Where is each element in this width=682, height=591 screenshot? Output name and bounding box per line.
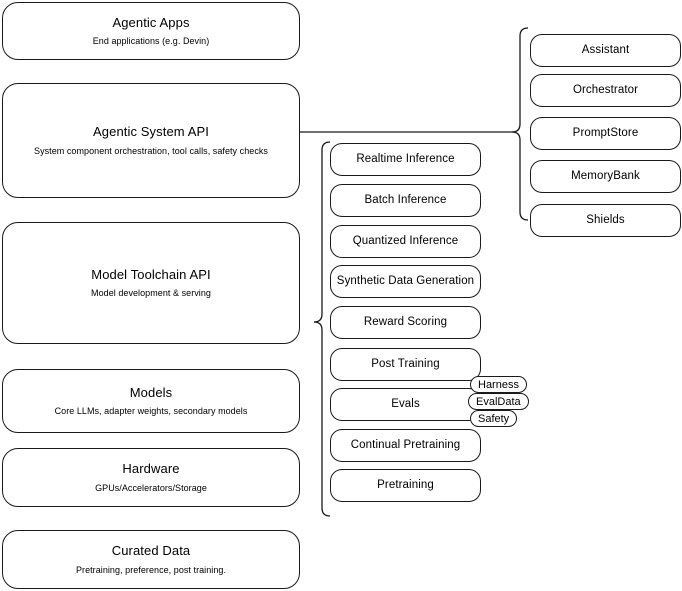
capability-label: Realtime Inference (356, 153, 455, 166)
capability-label: Reward Scoring (363, 316, 448, 329)
model-toolchain-api-to-capabilities-brace (306, 138, 332, 520)
capability-batch-inference[interactable]: Batch Inference (330, 184, 481, 217)
capability-realtime-inference[interactable]: Realtime Inference (330, 143, 481, 176)
eval-pill-safety[interactable]: Safety (470, 410, 518, 427)
capability-synthetic-data-generation[interactable]: Synthetic Data Generation (330, 265, 481, 298)
capability-label: Evals (391, 398, 420, 411)
eval-pill-label: Safety (478, 412, 510, 425)
eval-pill-evaldata[interactable]: EvalData (468, 393, 529, 410)
capability-pretraining[interactable]: Pretraining (330, 469, 481, 502)
layer-agentic-apps[interactable]: Agentic Apps End applications (e.g. Devi… (2, 2, 300, 60)
component-label: Shields (586, 214, 625, 227)
capability-label: Pretraining (377, 479, 434, 492)
eval-pill-harness[interactable]: Harness (470, 376, 527, 393)
capability-quantized-inference[interactable]: Quantized Inference (330, 225, 481, 258)
component-label: PromptStore (572, 127, 639, 140)
capability-label: Synthetic Data Generation (336, 275, 475, 288)
layer-title: Hardware (122, 461, 180, 477)
capability-label: Continual Pretraining (350, 439, 461, 452)
layer-title: Curated Data (111, 543, 191, 559)
capability-continual-pretraining[interactable]: Continual Pretraining (330, 429, 481, 462)
eval-pill-label: EvalData (476, 395, 521, 408)
layer-subtitle: System component orchestration, tool cal… (34, 145, 268, 156)
layer-models[interactable]: Models Core LLMs, adapter weights, secon… (2, 369, 300, 433)
capability-label: Quantized Inference (352, 235, 459, 248)
capability-label: Batch Inference (364, 194, 447, 207)
layer-hardware[interactable]: Hardware GPUs/Accelerators/Storage (2, 448, 300, 507)
component-label: Assistant (581, 44, 630, 57)
layer-subtitle: Core LLMs, adapter weights, secondary mo… (54, 406, 248, 416)
capability-reward-scoring[interactable]: Reward Scoring (330, 306, 481, 339)
layer-title: Model Toolchain API (91, 266, 211, 282)
component-memorybank[interactable]: MemoryBank (530, 160, 681, 193)
capability-label: Post Training (371, 358, 440, 371)
layer-subtitle: GPUs/Accelerators/Storage (95, 482, 207, 493)
layer-title: Agentic System API (93, 124, 209, 140)
eval-pill-label: Harness (478, 378, 519, 391)
component-orchestrator[interactable]: Orchestrator (530, 74, 681, 107)
layer-subtitle: Pretraining, preference, post training. (75, 564, 227, 575)
capability-evals[interactable]: Evals (330, 388, 481, 421)
layer-curated-data[interactable]: Curated Data Pretraining, preference, po… (2, 530, 300, 589)
layer-agentic-system-api[interactable]: Agentic System API System component orch… (2, 83, 300, 198)
component-label: MemoryBank (571, 170, 640, 183)
layer-subtitle: Model development & serving (91, 288, 211, 298)
component-promptstore[interactable]: PromptStore (530, 117, 681, 150)
component-shields[interactable]: Shields (530, 204, 681, 237)
component-assistant[interactable]: Assistant (530, 34, 681, 67)
layer-subtitle: End applications (e.g. Devin) (92, 36, 210, 46)
layer-title: Agentic Apps (112, 14, 190, 30)
capability-post-training[interactable]: Post Training (330, 348, 481, 381)
layer-title: Models (129, 384, 173, 400)
component-label: Orchestrator (572, 84, 639, 97)
layer-model-toolchain-api[interactable]: Model Toolchain API Model development & … (2, 222, 300, 344)
